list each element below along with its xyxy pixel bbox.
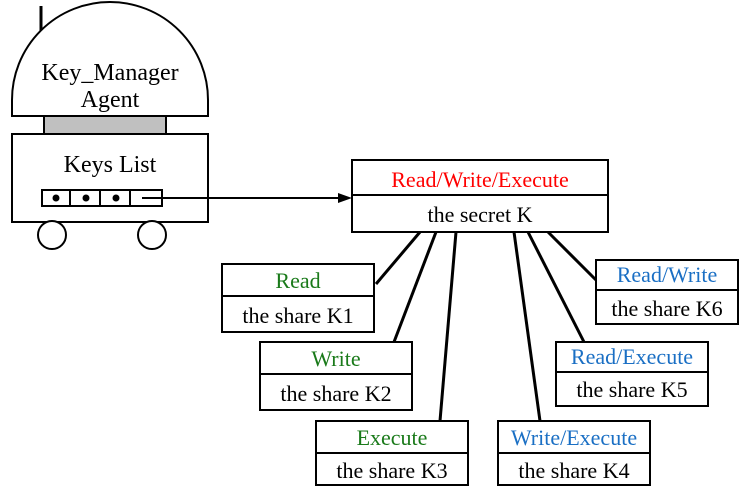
agent-wheel-left bbox=[37, 220, 67, 250]
share-k4-permission: Write/Execute bbox=[511, 425, 637, 450]
secret-node-label: the secret K bbox=[427, 202, 532, 227]
agent-title-line2: Agent bbox=[81, 87, 140, 113]
share-node-k4: Write/Execute the share K4 bbox=[497, 420, 651, 486]
share-k3-label: the share K3 bbox=[336, 458, 447, 483]
agent-dome bbox=[11, 1, 209, 117]
share-node-k1: Read the share K1 bbox=[221, 263, 375, 333]
share-node-k5: Read/Execute the share K5 bbox=[555, 341, 709, 407]
share-k5-permission: Read/Execute bbox=[571, 344, 693, 369]
keys-list-strip bbox=[41, 189, 163, 207]
share-k2-label: the share K2 bbox=[280, 381, 391, 406]
share-k6-label: the share K6 bbox=[611, 296, 722, 321]
key-slot-3 bbox=[112, 194, 120, 202]
connector-k1 bbox=[374, 231, 422, 285]
connector-k2 bbox=[392, 231, 438, 343]
secret-node: Read/Write/Execute the secret K bbox=[351, 159, 609, 233]
connector-k4 bbox=[512, 231, 542, 422]
share-k4-label: the share K4 bbox=[518, 458, 629, 483]
share-k3-permission: Execute bbox=[357, 425, 428, 450]
keys-list-label: Keys List bbox=[64, 152, 157, 178]
connector-k6 bbox=[546, 230, 602, 286]
agent-body bbox=[11, 133, 209, 223]
key-slot-2 bbox=[82, 194, 90, 202]
key-slot-1 bbox=[52, 194, 60, 202]
arrowhead-icon bbox=[338, 193, 352, 203]
share-k6-permission: Read/Write bbox=[617, 262, 718, 287]
agent-title-line1: Key_Manager bbox=[41, 60, 178, 86]
connector-k3 bbox=[438, 231, 458, 422]
connector-k5 bbox=[526, 231, 586, 343]
agent-neck-band bbox=[43, 115, 167, 135]
share-node-k3: Execute the share K3 bbox=[315, 420, 469, 486]
share-k1-label: the share K1 bbox=[242, 303, 353, 328]
share-k5-label: the share K5 bbox=[576, 377, 687, 402]
share-connectors bbox=[374, 230, 602, 422]
agent-wheel-right bbox=[137, 220, 167, 250]
share-node-k6: Read/Write the share K6 bbox=[595, 259, 739, 325]
share-k2-permission: Write bbox=[311, 346, 360, 371]
secret-node-permission: Read/Write/Execute bbox=[391, 167, 568, 192]
share-k1-permission: Read bbox=[275, 268, 320, 293]
share-node-k2: Write the share K2 bbox=[259, 341, 413, 411]
